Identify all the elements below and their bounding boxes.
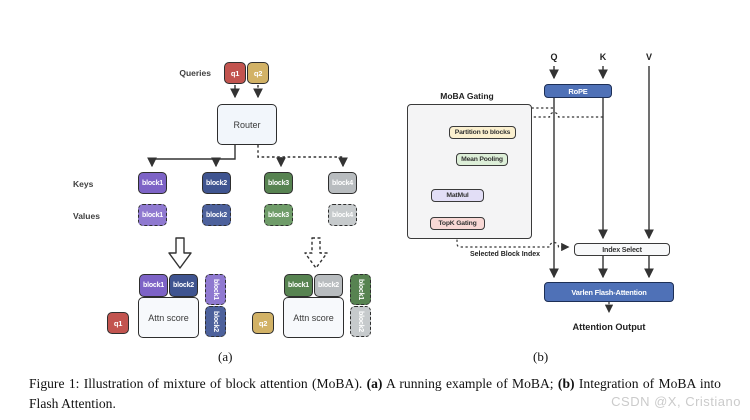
attn-right-q2-block: q2 — [252, 312, 274, 334]
attn-right-side-block2: block2 — [350, 306, 371, 337]
value-block4: block4 — [328, 204, 357, 226]
hollow-arrow-dashed — [304, 237, 328, 269]
caption-text-1: Illustration of mixture of block attenti… — [83, 376, 367, 391]
partition-to-blocks-box: Partition to blocks — [449, 126, 516, 139]
attn-right-top-block1: block1 — [284, 274, 313, 297]
value-block1: block1 — [138, 204, 167, 226]
selected-block-index-label: Selected Block Index — [469, 251, 541, 258]
caption-b-marker: (b) — [557, 376, 575, 391]
caption-figure-number: Figure 1: — [29, 376, 84, 391]
q-input-label: Q — [550, 52, 558, 62]
values-label: Values — [73, 211, 100, 221]
k-input-label: K — [599, 52, 607, 62]
panel-a-dashed-arrows — [253, 85, 348, 168]
caption-text-2: A running example of MoBA; — [382, 376, 558, 391]
moba-gating-title: MoBA Gating — [440, 91, 494, 101]
rope-box: RoPE — [544, 84, 612, 98]
attn-left-top-block1: block1 — [139, 274, 168, 297]
panel-a-letter: (a) — [218, 349, 233, 364]
attn-left-q1-block: q1 — [107, 312, 129, 334]
varlen-flash-attention-box: Varlen Flash-Attention — [544, 282, 674, 302]
v-input-label: V — [645, 52, 652, 62]
attn-right-score-box: Attn score — [283, 297, 344, 338]
key-block3: block3 — [264, 172, 293, 194]
caption-a-marker: (a) — [366, 376, 383, 391]
mean-pooling-box: Mean Pooling — [456, 153, 508, 166]
attention-output-label: Attention Output — [572, 322, 646, 332]
hollow-arrow-solid — [168, 237, 192, 269]
panel-a-solid-arrows — [147, 85, 240, 168]
figure-caption: Figure 1: Illustration of mixture of blo… — [29, 374, 721, 414]
query-q1-block: q1 — [224, 62, 246, 84]
attn-right-top-block2: block2 — [314, 274, 343, 297]
value-block3: block3 — [264, 204, 293, 226]
csdn-watermark: CSDN @X, Cristiano — [611, 394, 741, 409]
matmul-box: MatMul — [431, 189, 484, 202]
queries-label: Queries — [179, 68, 211, 78]
attn-left-side-block2: block2 — [205, 306, 226, 337]
index-select-box: Index Select — [574, 243, 670, 256]
attn-left-top-block2: block2 — [169, 274, 198, 297]
caption-text-3: Integration of MoBA into Flash Attention… — [29, 376, 721, 412]
topk-gating-box: TopK Gating — [430, 217, 485, 230]
router-box: Router — [217, 104, 277, 145]
attn-right-side-block1: block1 — [350, 274, 371, 305]
panel-b-solid-lines — [549, 66, 654, 279]
query-q2-block: q2 — [247, 62, 269, 84]
key-block2: block2 — [202, 172, 231, 194]
attn-left-score-box: Attn score — [138, 297, 199, 338]
key-block1: block1 — [138, 172, 167, 194]
key-block4: block4 — [328, 172, 357, 194]
value-block2: block2 — [202, 204, 231, 226]
panel-b-letter: (b) — [533, 349, 549, 364]
attn-left-side-block1: block1 — [205, 274, 226, 305]
keys-label: Keys — [73, 179, 94, 189]
